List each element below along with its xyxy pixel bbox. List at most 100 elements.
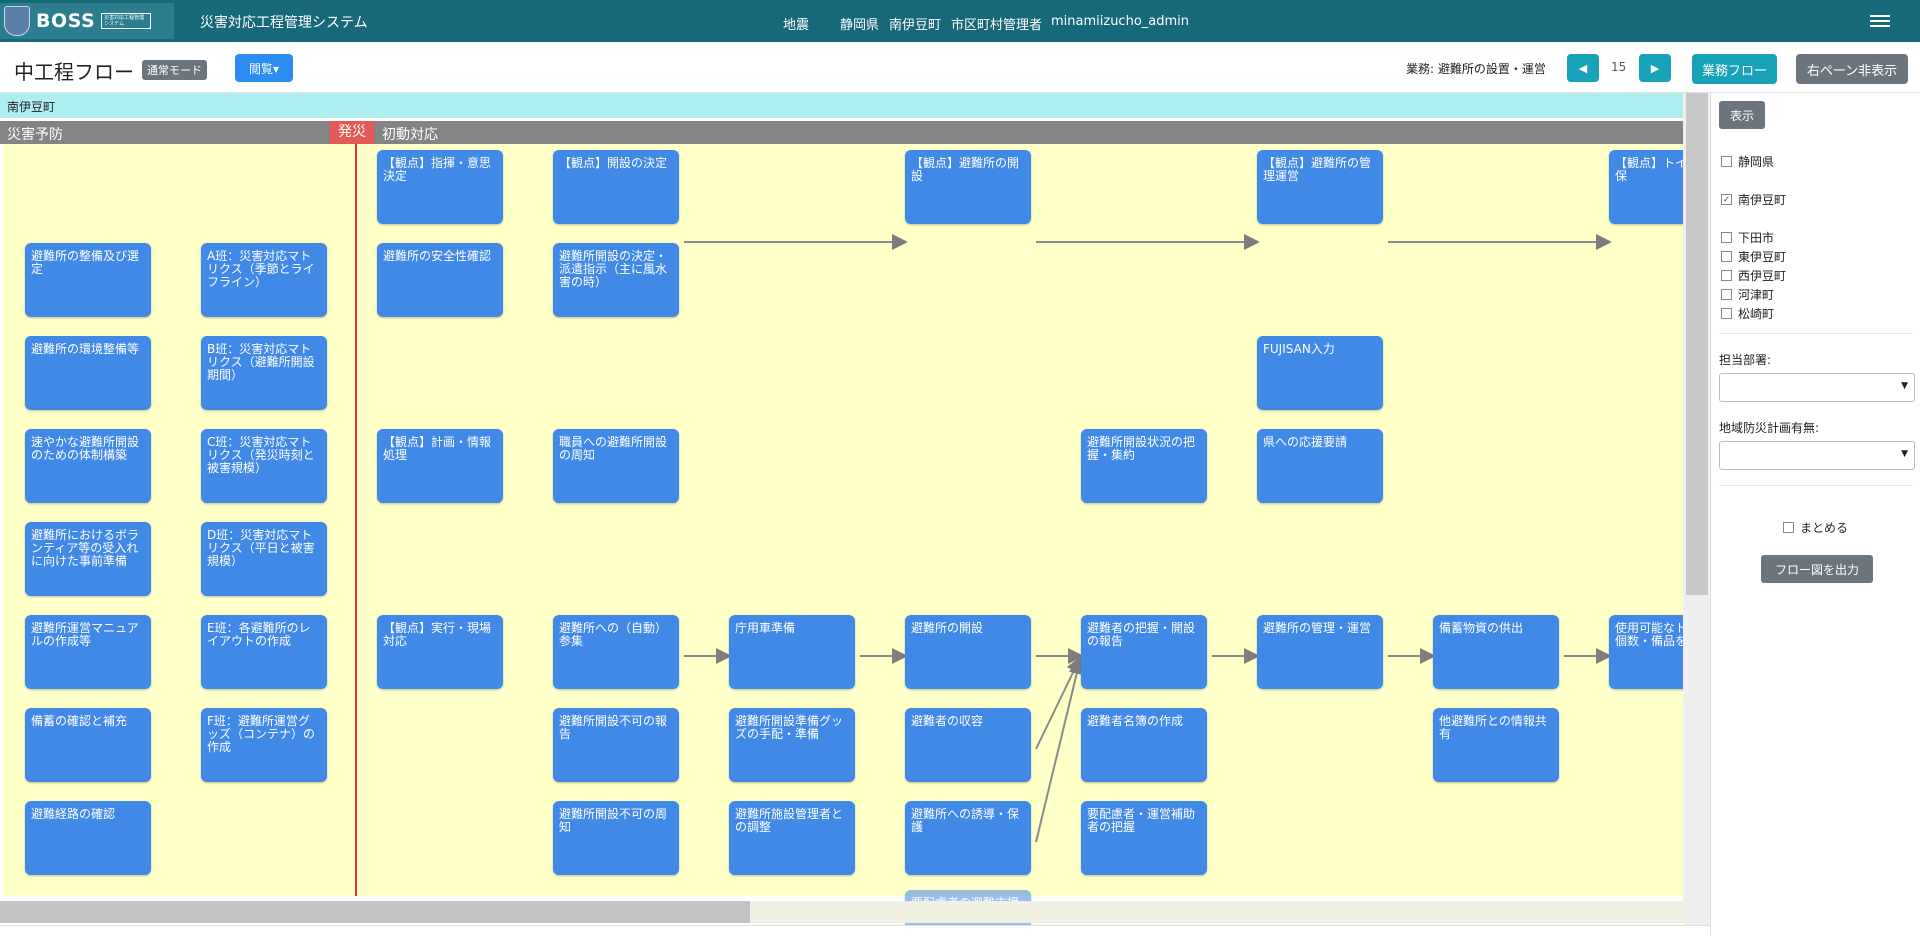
checkbox-town[interactable]: 河津町 [1721, 286, 1774, 303]
shield-logo-icon [4, 6, 30, 36]
flow-node[interactable]: 他避難所との情報共有 [1433, 708, 1559, 782]
flow-node[interactable]: 要配慮者・運営補助者の把握 [1081, 801, 1207, 875]
show-button[interactable]: 表示 [1719, 101, 1765, 129]
chevron-down-icon: ▼ [1901, 381, 1908, 391]
checkbox-box[interactable] [1721, 308, 1732, 319]
checkbox-label: 西伊豆町 [1738, 269, 1787, 283]
flow-node[interactable]: E班：各避難所のレイアウトの作成 [201, 615, 327, 689]
checkbox-label: 松崎町 [1738, 307, 1775, 321]
flow-node[interactable]: 避難所の整備及び選定 [25, 243, 151, 317]
checkbox-box[interactable] [1721, 289, 1732, 300]
flow-node[interactable]: 【観点】開設の決定 [553, 150, 679, 224]
flow-node[interactable]: A班：災害対応マトリクス（季節とライフライン） [201, 243, 327, 317]
flow-node[interactable]: 避難所開設状況の把握・集約 [1081, 429, 1207, 503]
page-number: 15 [1611, 60, 1627, 74]
horizontal-scrollbar-thumb[interactable] [0, 901, 750, 923]
flow-node[interactable]: 避難所の開設 [905, 615, 1031, 689]
chevron-down-icon: ▼ [1901, 449, 1908, 459]
checkbox-town[interactable]: 松崎町 [1721, 305, 1774, 322]
flow-node[interactable]: C班：災害対応マトリクス（発災時刻と被害規模） [201, 429, 327, 503]
right-pane: 表示 静岡県 ✓ 南伊豆町 下田市 東伊豆町 西伊豆町 河津町 松崎町 担当部署… [1710, 93, 1920, 936]
phase-occurrence: 発災 [330, 121, 374, 144]
checkbox-combine[interactable]: まとめる [1783, 519, 1848, 536]
flow-node[interactable]: 庁用車準備 [729, 615, 855, 689]
page-title: 中工程フロー [14, 60, 134, 84]
checkbox-label: 南伊豆町 [1738, 193, 1787, 207]
checkbox-box[interactable] [1721, 232, 1732, 243]
flow-node[interactable]: 避難者名簿の作成 [1081, 708, 1207, 782]
hide-right-pane-button[interactable]: 右ペーン非表示 [1796, 54, 1908, 84]
flow-node[interactable]: 避難所への誘導・保護 [905, 801, 1031, 875]
flow-node[interactable]: 避難所開設不可の報告 [553, 708, 679, 782]
business-flow-button[interactable]: 業務フロー [1692, 54, 1777, 84]
flow-node[interactable]: F班：避難所運営グッズ（コンテナ）の作成 [201, 708, 327, 782]
flow-node[interactable]: 【観点】避難所の管理運営 [1257, 150, 1383, 224]
next-page-button[interactable]: ▶ [1639, 54, 1671, 82]
checkbox-box[interactable] [1721, 251, 1732, 262]
town-lane-label: 南伊豆町 [7, 100, 56, 114]
flow-node[interactable]: 避難所施設管理者との調整 [729, 801, 855, 875]
flow-node[interactable]: 職員への避難所開設の周知 [553, 429, 679, 503]
mode-badge: 通常モード [142, 60, 207, 80]
flow-node[interactable]: 避難所におけるボランティア等の受入れに向けた事前準備 [25, 522, 151, 596]
logo-text: BOSS [36, 10, 96, 32]
flow-node[interactable]: 【観点】指揮・意思決定 [377, 150, 503, 224]
checkbox-label: 静岡県 [1738, 155, 1775, 169]
logo-subtitle: 災害対応工程管理システム [101, 13, 152, 29]
plan-select[interactable]: ▼ [1719, 441, 1915, 470]
department-select[interactable]: ▼ [1719, 373, 1915, 402]
flow-canvas: 避難所の整備及び選定 避難所の環境整備等 速やかな避難所開設のための体制構築 避… [3, 144, 1710, 925]
checkbox-box[interactable] [1721, 156, 1732, 167]
system-name: 災害対応工程管理システム [200, 15, 368, 31]
user-name: minamiizucho_admin [1051, 14, 1190, 29]
vertical-scrollbar[interactable] [1686, 93, 1708, 595]
town-lane-header: 南伊豆町 [0, 93, 1710, 118]
flow-node[interactable]: 【観点】計画・情報処理 [377, 429, 503, 503]
arrow-line [1035, 656, 1082, 750]
arrow-line [1035, 658, 1085, 843]
flow-area: 南伊豆町 災害予防 発災 初動対応 [0, 93, 1710, 925]
plan-label: 地域防災計画有無: [1719, 421, 1820, 435]
checkbox-town[interactable]: 西伊豆町 [1721, 267, 1786, 284]
user-role: 市区町村管理者 [951, 18, 1043, 33]
divider [1719, 333, 1913, 334]
flow-node[interactable]: 避難経路の確認 [25, 801, 151, 875]
checkmark-icon[interactable]: ✓ [1721, 194, 1732, 205]
flow-node[interactable]: 備蓄物資の供出 [1433, 615, 1559, 689]
view-dropdown-button[interactable]: 閲覧▾ [235, 54, 293, 82]
toolbar: 中工程フロー 通常モード 閲覧▾ 業務: 避難所の設置・運営 ◀ 15 ▶ 業務… [0, 42, 1920, 93]
flow-node[interactable]: FUJISAN入力 [1257, 336, 1383, 410]
flow-node[interactable]: B班：災害対応マトリクス（避難所開設期間） [201, 336, 327, 410]
flow-node[interactable]: 避難所への（自動）参集 [553, 615, 679, 689]
checkbox-own-town[interactable]: ✓ 南伊豆町 [1721, 191, 1786, 208]
flow-node[interactable]: 避難者の収容 [905, 708, 1031, 782]
flow-node[interactable]: 【観点】避難所の開設 [905, 150, 1031, 224]
flow-node[interactable]: 【観点】実行・現場対応 [377, 615, 503, 689]
department-label: 担当部署: [1719, 353, 1772, 367]
flow-node[interactable]: D班：災害対応マトリクス（平日と被害規模） [201, 522, 327, 596]
flow-node[interactable]: 避難所の安全性確認 [377, 243, 503, 317]
status-strip [0, 925, 1710, 937]
checkbox-label: まとめる [1800, 521, 1849, 535]
checkbox-box[interactable] [1783, 522, 1794, 533]
phase-prevention: 災害予防 [7, 127, 63, 143]
checkbox-town[interactable]: 下田市 [1721, 229, 1774, 246]
flow-node[interactable]: 備蓄の確認と補充 [25, 708, 151, 782]
flow-node[interactable]: 避難所の環境整備等 [25, 336, 151, 410]
business-label: 業務: 避難所の設置・運営 [1406, 62, 1546, 76]
flow-node[interactable]: 速やかな避難所開設のための体制構築 [25, 429, 151, 503]
flow-node[interactable]: 避難者の把握・開設の報告 [1081, 615, 1207, 689]
flow-node[interactable]: 避難所開設準備グッズの手配・準備 [729, 708, 855, 782]
menu-icon[interactable] [1870, 12, 1890, 30]
flow-node[interactable]: 避難所運営マニュアルの作成等 [25, 615, 151, 689]
checkbox-prefecture[interactable]: 静岡県 [1721, 153, 1774, 170]
flow-node[interactable]: 避難所の管理・運営 [1257, 615, 1383, 689]
prev-page-button[interactable]: ◀ [1567, 54, 1599, 82]
flow-node[interactable]: 県への応援要請 [1257, 429, 1383, 503]
checkbox-town[interactable]: 東伊豆町 [1721, 248, 1786, 265]
checkbox-box[interactable] [1721, 270, 1732, 281]
export-flow-button[interactable]: フロー図を出力 [1761, 555, 1873, 583]
flow-node[interactable]: 避難所開設の決定・派遣指示（主に風水害の時） [553, 243, 679, 317]
flow-node[interactable]: 避難所開設不可の周知 [553, 801, 679, 875]
boss-logo[interactable]: BOSS 災害対応工程管理システム [0, 3, 174, 39]
